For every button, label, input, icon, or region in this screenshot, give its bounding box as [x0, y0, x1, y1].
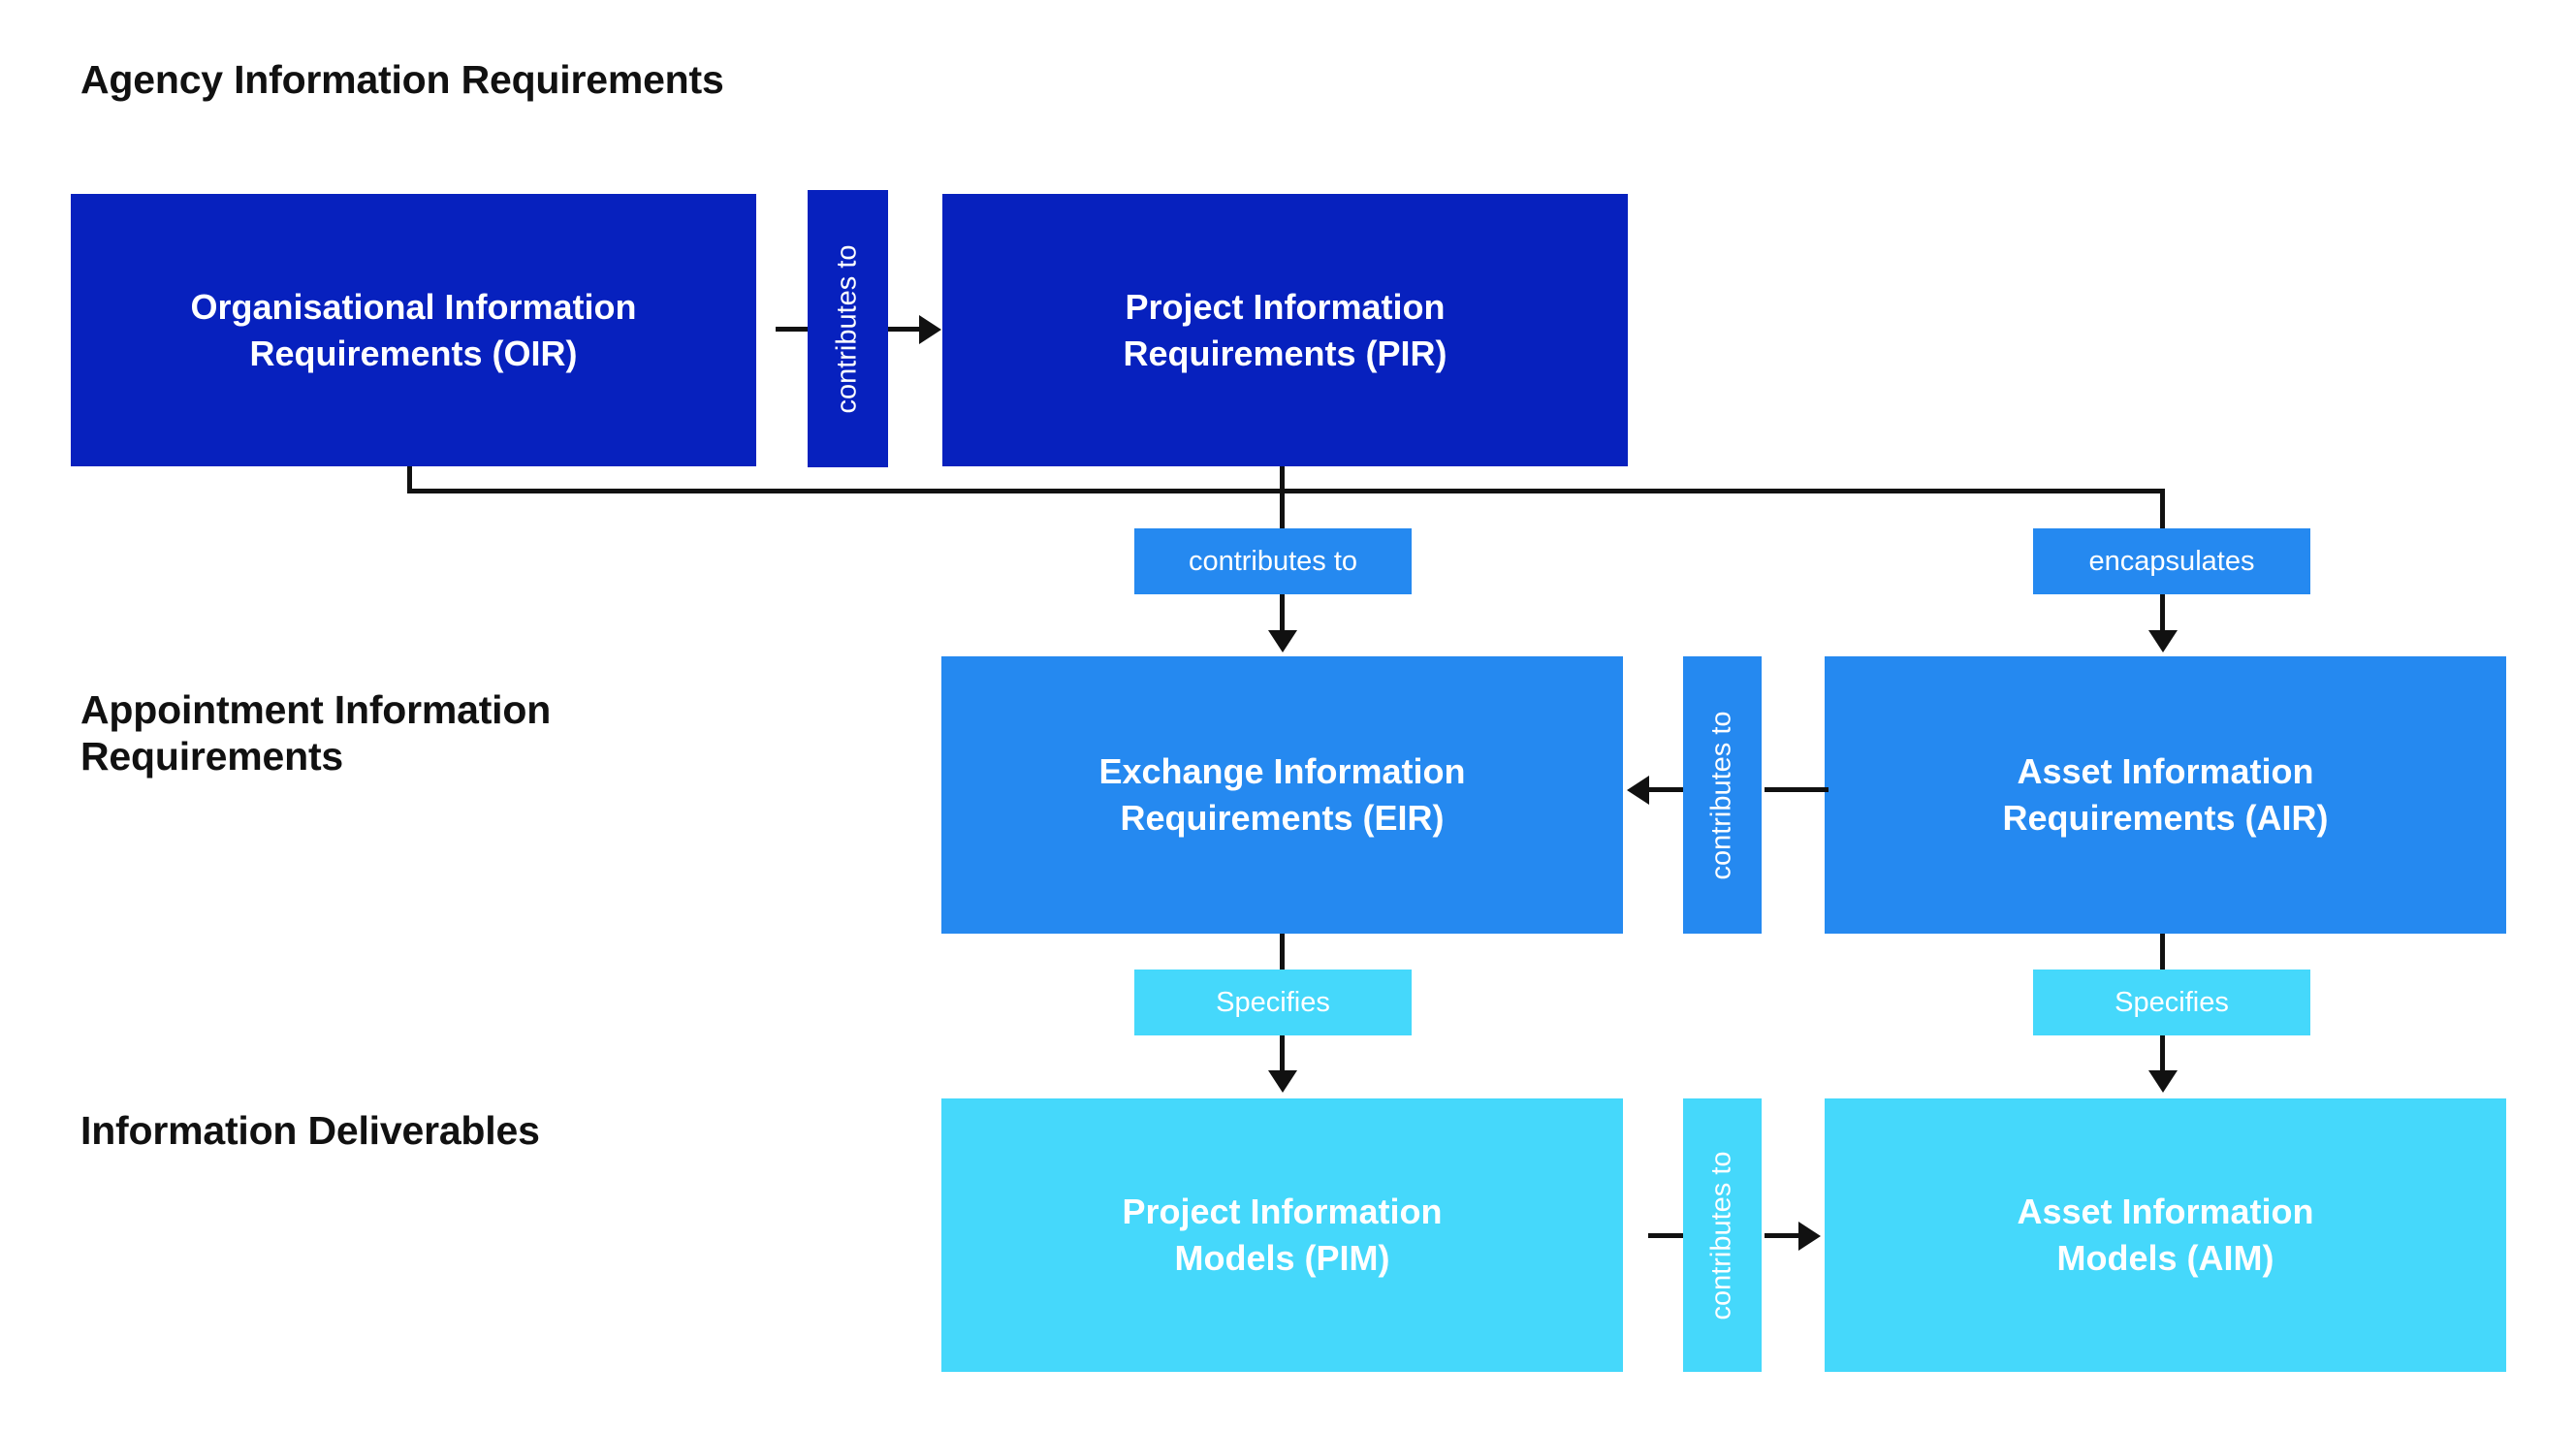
edge-line-pim-aim-b: [1765, 1233, 1803, 1238]
edge-label-air-aim: Specifies: [2033, 970, 2310, 1035]
edge-line-oir-air: [2160, 594, 2165, 635]
section-heading-agency: Agency Information Requirements: [80, 57, 724, 102]
section-heading-deliverables: Information Deliverables: [80, 1108, 540, 1153]
bus-horizontal: [407, 489, 2165, 493]
edge-line-pir-eir: [1280, 594, 1285, 635]
bus-stub-oir: [407, 466, 412, 493]
edge-line-air-aim-top: [2160, 934, 2165, 972]
node-oir[interactable]: Organisational Information Requirements …: [71, 194, 756, 466]
node-aim[interactable]: Asset Information Models (AIM): [1825, 1098, 2506, 1372]
edge-line-eir-pim-bottom: [1280, 1035, 1285, 1074]
edge-label-oir-pir: contributes to: [808, 190, 888, 467]
section-heading-appointment: Appointment Information Requirements: [80, 687, 552, 779]
node-eir[interactable]: Exchange Information Requirements (EIR): [941, 656, 1623, 934]
edge-arrowhead-pim-aim: [1798, 1222, 1821, 1251]
edge-arrowhead-air-aim: [2148, 1070, 2178, 1093]
edge-label-oir-air: encapsulates: [2033, 528, 2310, 594]
edge-arrowhead-oir-air: [2148, 630, 2178, 652]
node-pim[interactable]: Project Information Models (PIM): [941, 1098, 1623, 1372]
edge-arrowhead-pir-eir: [1268, 630, 1297, 652]
edge-label-air-eir-text: contributes to: [1706, 710, 1738, 880]
node-air[interactable]: Asset Information Requirements (AIR): [1825, 656, 2506, 934]
edge-label-pim-aim: contributes to: [1683, 1098, 1762, 1372]
bus-drop-pir: [1280, 466, 1285, 530]
edge-label-oir-pir-text: contributes to: [832, 243, 864, 414]
node-pir[interactable]: Project Information Requirements (PIR): [942, 194, 1628, 466]
edge-arrowhead-eir-pim: [1268, 1070, 1297, 1093]
edge-label-pim-aim-text: contributes to: [1706, 1150, 1738, 1320]
edge-line-air-eir: [1765, 787, 1829, 792]
edge-label-pir-eir: contributes to: [1134, 528, 1412, 594]
edge-label-eir-pim: Specifies: [1134, 970, 1412, 1035]
edge-arrowhead-air-eir: [1627, 776, 1649, 805]
edge-label-air-eir: contributes to: [1683, 656, 1762, 934]
edge-line-eir-pim-top: [1280, 934, 1285, 972]
edge-line-air-eir-b: [1648, 787, 1689, 792]
edge-arrowhead-oir-pir: [919, 315, 941, 344]
bus-drop-air: [2160, 489, 2165, 530]
edge-line-pim-aim-a: [1648, 1233, 1691, 1238]
edge-line-air-aim-bottom: [2160, 1035, 2165, 1074]
